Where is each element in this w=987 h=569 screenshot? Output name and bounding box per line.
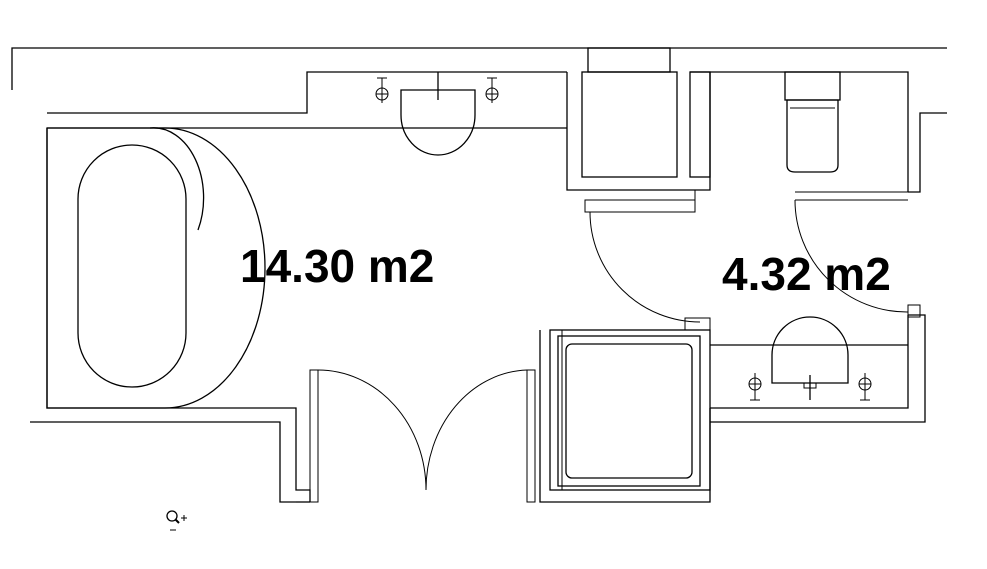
wc-washbasin-icon	[748, 316, 872, 401]
outer-walls	[11, 47, 947, 503]
toilet-icon	[784, 71, 841, 173]
tap-left-icon	[375, 77, 389, 103]
wc-area-label: 4.32 m2	[722, 248, 891, 300]
wc-door-icon	[794, 199, 909, 313]
single-door-icon	[589, 211, 701, 323]
cabinet-icon	[581, 47, 711, 178]
bathtub-icon	[46, 127, 266, 409]
main-bathroom-area-label: 14.30 m2	[240, 240, 434, 292]
washbasin-icon	[375, 72, 499, 156]
tap-right-icon	[858, 373, 872, 401]
tap-right-icon	[485, 77, 499, 103]
shower-tray-icon	[549, 329, 711, 491]
tap-left-icon	[748, 373, 762, 401]
double-door-icon	[309, 369, 536, 503]
zoom-in-cursor-icon	[166, 510, 187, 531]
